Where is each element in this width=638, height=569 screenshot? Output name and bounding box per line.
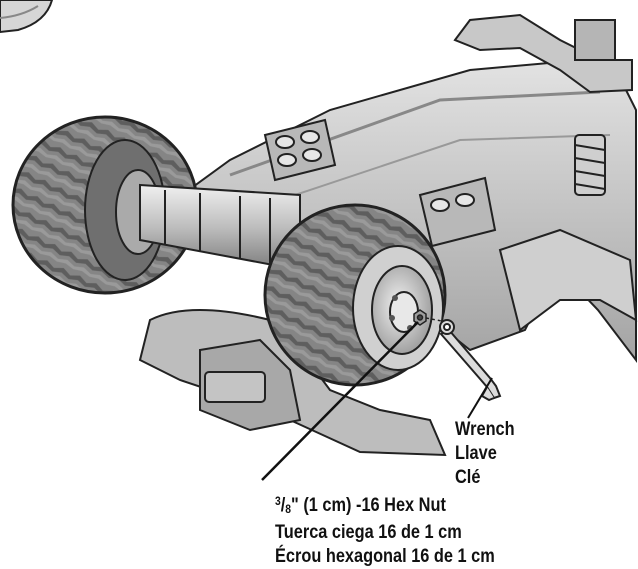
hex-nut-label-english: 3/8" (1 cm) -16 Hex Nut [275,494,446,516]
bumper [498,228,638,332]
hex-nut-label: 3/8" (1 cm) -16 Hex Nut Tuerca ciega 16 … [275,489,495,569]
wrench-label-french: Clé [455,467,481,488]
wrench-label: Wrench Llave Clé [455,418,515,490]
nut-size-denominator: 8 [285,502,292,516]
wrench-label-spanish: Llave [455,443,497,464]
shock-spring [574,134,606,196]
nut-leader-line [261,321,419,481]
right-wheel [263,203,447,387]
nut-size-numerator: 3 [275,494,281,508]
hex-nut-label-spanish: Tuerca ciega 16 de 1 cm [275,522,462,543]
nut-size-text: " (1 cm) -16 Hex Nut [291,495,446,516]
wrench-leader-line [467,377,493,419]
mount-block-rear [263,118,337,182]
corner-fragment [0,0,54,34]
wrench-tool [439,319,502,402]
front-frame [453,13,633,94]
motor-housing [199,338,302,432]
hex-nut-label-french: Écrou hexagonal 16 de 1 cm [275,546,495,567]
mount-block-front [418,176,497,248]
wrench-label-english: Wrench [455,419,515,440]
